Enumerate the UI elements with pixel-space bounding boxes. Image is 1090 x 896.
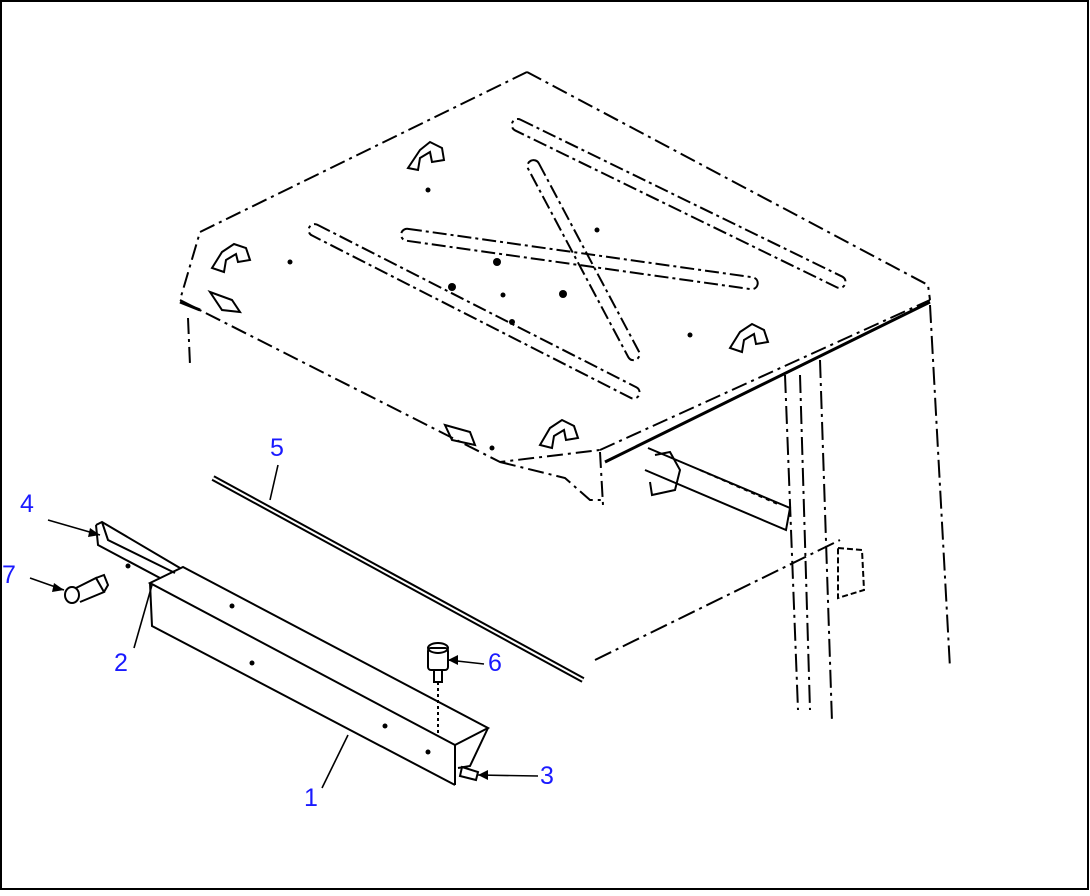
angle-plate-holes — [125, 563, 431, 755]
callout-6: 6 — [488, 649, 502, 677]
side-rail — [644, 447, 866, 600]
bolt-part — [64, 573, 110, 604]
callout-2: 2 — [114, 649, 128, 677]
callout-5: 5 — [270, 434, 284, 462]
roof-edge-molding — [179, 300, 931, 464]
callout-3: 3 — [540, 762, 554, 790]
roof-brackets — [207, 140, 770, 450]
callout-4: 4 — [20, 490, 34, 518]
cab-pillars — [594, 304, 951, 723]
callout-7: 7 — [2, 561, 16, 589]
screw-part — [458, 765, 480, 782]
roof-slots — [307, 118, 847, 400]
leader-arrowheads — [52, 528, 488, 780]
channel-bar-part — [95, 520, 181, 579]
callout-1: 1 — [304, 784, 318, 812]
clip-part — [427, 642, 449, 735]
cab-roof — [179, 71, 931, 506]
roof-holes — [287, 187, 693, 451]
weatherstrip-part — [211, 475, 585, 683]
